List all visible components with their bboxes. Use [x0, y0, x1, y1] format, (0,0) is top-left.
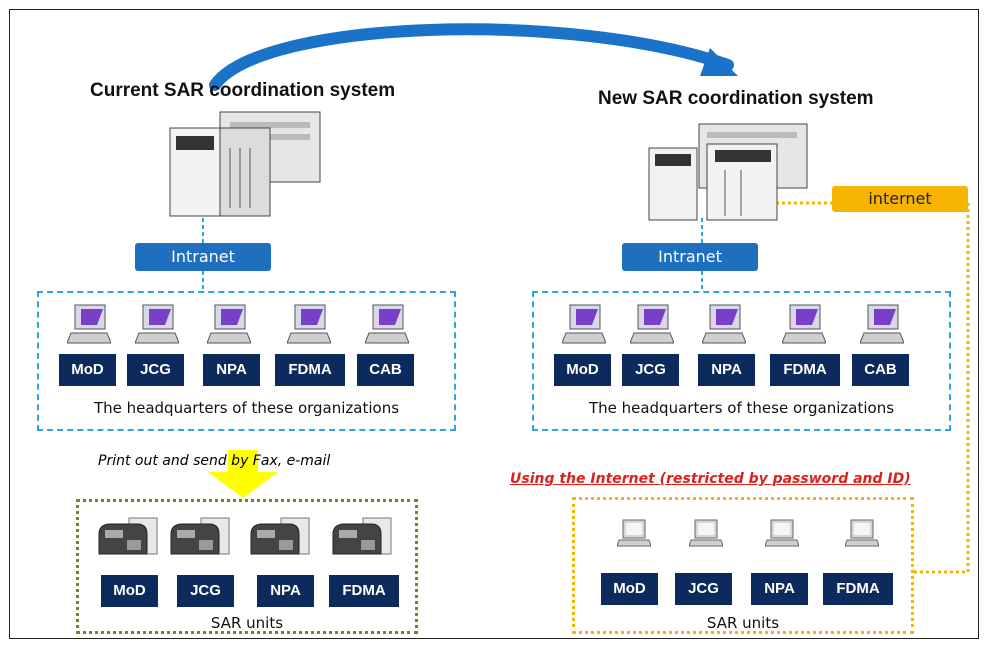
fax-icon — [250, 517, 310, 555]
left-units-group: MoD JCG NPA FDMA SAR units — [76, 499, 418, 634]
right-headquarters-group: MoD JCG NPA FDMA CAB The headquarters of… — [532, 291, 951, 431]
org-box-mod: MoD — [59, 354, 116, 386]
org-box-cab: CAB — [357, 354, 414, 386]
right-units-caption: SAR units — [706, 614, 780, 632]
transition-arrow-icon — [209, 23, 734, 91]
org-box-cab: CAB — [852, 354, 909, 386]
laptop-icon — [689, 519, 723, 547]
unit-box-mod: MoD — [101, 575, 158, 607]
unit-box-mod: MoD — [601, 573, 658, 605]
workstation-icon — [630, 304, 674, 344]
workstation-icon — [135, 304, 179, 344]
workstation-icon — [702, 304, 746, 344]
right-intranet-label: Intranet — [622, 243, 758, 271]
unit-box-jcg: JCG — [177, 575, 234, 607]
transition-arrow-head — [700, 48, 738, 76]
left-headquarters-caption: The headquarters of these organizations — [93, 399, 400, 417]
right-units-group: MoD JCG NPA FDMA SAR units — [572, 497, 914, 634]
left-intranet-label: Intranet — [135, 243, 271, 271]
internet-label: internet — [832, 186, 968, 212]
unit-box-fdma: FDMA — [329, 575, 399, 607]
left-transfer-note: Print out and send by Fax, e-mail — [98, 453, 331, 469]
org-box-mod: MoD — [554, 354, 611, 386]
unit-box-npa: NPA — [257, 575, 314, 607]
internet-route-drop — [912, 203, 970, 574]
down-arrow-icon — [208, 450, 278, 498]
workstation-icon — [207, 304, 251, 344]
unit-box-jcg: JCG — [675, 573, 732, 605]
org-box-npa: NPA — [203, 354, 260, 386]
fax-icon — [332, 517, 392, 555]
unit-box-fdma: FDMA — [823, 573, 893, 605]
workstation-icon — [860, 304, 904, 344]
left-title: Current SAR coordination system — [90, 80, 396, 101]
laptop-icon — [845, 519, 879, 547]
workstation-icon — [782, 304, 826, 344]
right-transfer-note: Using the Internet (restricted by passwo… — [510, 471, 911, 487]
org-box-npa: NPA — [698, 354, 755, 386]
fax-icon — [170, 517, 230, 555]
left-units-caption: SAR units — [210, 614, 284, 632]
workstation-icon — [365, 304, 409, 344]
server-icon — [648, 123, 808, 221]
workstation-icon — [562, 304, 606, 344]
left-headquarters-group: MoD JCG NPA FDMA CAB The headquarters of… — [37, 291, 456, 431]
server-icon — [169, 111, 321, 217]
unit-box-npa: NPA — [751, 573, 808, 605]
laptop-icon — [617, 519, 651, 547]
org-box-jcg: JCG — [622, 354, 679, 386]
fax-icon — [98, 517, 158, 555]
diagram-frame: Current SAR coordination system Intranet… — [9, 9, 979, 639]
right-headquarters-caption: The headquarters of these organizations — [588, 399, 895, 417]
right-title: New SAR coordination system — [598, 88, 874, 109]
workstation-icon — [67, 304, 111, 344]
laptop-icon — [765, 519, 799, 547]
org-box-fdma: FDMA — [275, 354, 345, 386]
workstation-icon — [287, 304, 331, 344]
connector-layer — [202, 23, 970, 574]
org-box-jcg: JCG — [127, 354, 184, 386]
org-box-fdma: FDMA — [770, 354, 840, 386]
